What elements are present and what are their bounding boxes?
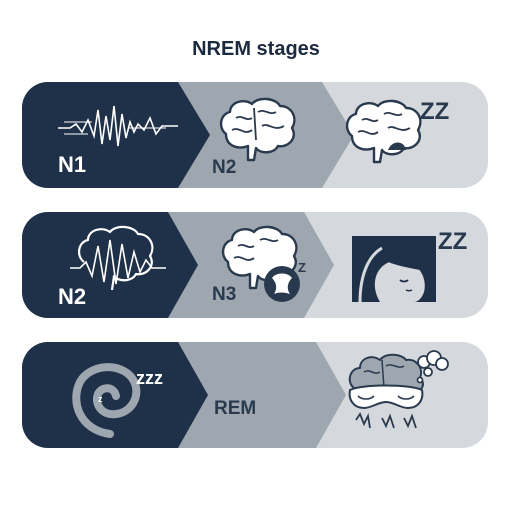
page-title: NREM stages bbox=[192, 38, 320, 60]
brain-deep-sleep-icon bbox=[221, 225, 300, 302]
row-1-dark-segment bbox=[22, 82, 210, 188]
row-1-label-2: N2 bbox=[212, 157, 237, 178]
row-2-small-z: Z bbox=[298, 260, 306, 275]
row-2-zzz: ZZ bbox=[438, 228, 468, 255]
row-1-label-1: N1 bbox=[58, 152, 87, 177]
brain-sleep-mask-icon bbox=[348, 350, 449, 429]
sleeping-person-icon bbox=[352, 236, 436, 302]
row-2-dark-segment bbox=[22, 212, 198, 318]
brain-wave-icon bbox=[70, 225, 166, 291]
stage-row-1: N1 N2 ZZ bbox=[22, 82, 488, 188]
row-1-zzz: ZZ bbox=[420, 98, 450, 125]
spiral-zzz-icon: z bbox=[72, 363, 141, 438]
row-3-zzz: zzz bbox=[136, 368, 163, 388]
svg-text:z: z bbox=[98, 394, 103, 404]
row-2-label-1: N2 bbox=[58, 284, 87, 309]
eeg-wave-icon bbox=[58, 105, 178, 147]
brain-zzz-icon bbox=[345, 99, 422, 164]
row-2-label-2: N3 bbox=[212, 284, 237, 305]
stage-row-2: N2 N3 Z ZZ bbox=[22, 212, 488, 318]
brain-icon bbox=[219, 97, 296, 162]
row-3-label-2: REM bbox=[214, 398, 257, 419]
stage-row-3: z zzz REM bbox=[22, 342, 488, 448]
